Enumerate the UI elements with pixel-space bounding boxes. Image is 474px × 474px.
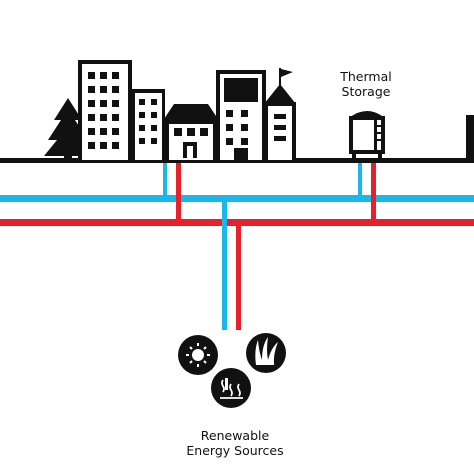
storage-cold-drop xyxy=(358,160,362,200)
building-icon xyxy=(78,60,132,160)
house-icon xyxy=(162,104,220,160)
grass-icon xyxy=(246,333,286,373)
distribution-pipes xyxy=(0,160,474,330)
flag-icon xyxy=(279,68,293,86)
building-icon xyxy=(132,89,165,160)
building-icon xyxy=(216,70,266,160)
renewable-hot-riser xyxy=(236,222,241,330)
city-hot-drop xyxy=(176,160,181,223)
cold-supply-main xyxy=(0,195,474,202)
renewable-sources-label-line1: Renewable xyxy=(200,428,270,443)
storage-hot-drop xyxy=(371,160,376,223)
city-cold-drop xyxy=(163,160,167,200)
renewable-sources-label: Renewable Energy Sources xyxy=(160,428,310,458)
geothermal-icon xyxy=(211,368,251,408)
ground-line xyxy=(0,158,474,163)
storage-tank-icon xyxy=(349,111,385,160)
thermal-storage-label: Thermal Storage xyxy=(331,69,401,99)
building-icon xyxy=(264,84,296,160)
thermal-storage-label-line1: Thermal xyxy=(340,69,392,84)
renewable-sources-label-line2: Energy Sources xyxy=(186,443,284,458)
building-icon xyxy=(466,115,474,160)
renewable-cold-riser xyxy=(222,198,227,330)
thermal-storage-label-line2: Storage xyxy=(341,84,391,99)
sun-icon xyxy=(178,335,218,375)
